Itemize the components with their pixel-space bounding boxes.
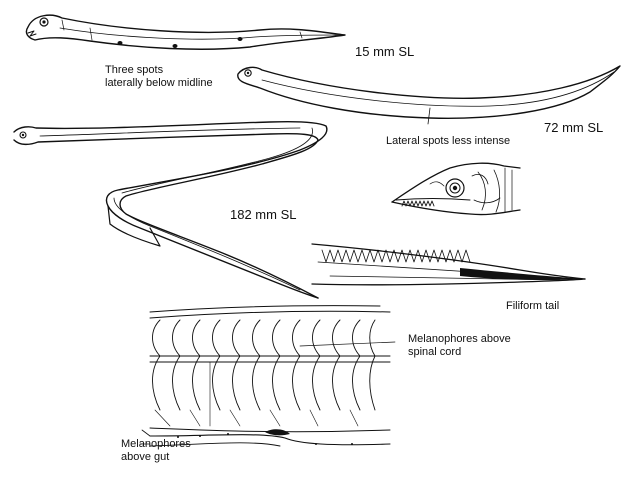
label-melanophores-gut: Melanophores above gut xyxy=(121,438,191,464)
tail-detail-drawing xyxy=(311,243,586,286)
label-melanophores-spinal-line2: spinal cord xyxy=(408,346,462,358)
label-melanophores-gut-line2: above gut xyxy=(121,451,170,463)
larva-15mm-drawing xyxy=(25,14,346,50)
label-182mm: 182 mm SL xyxy=(230,207,297,222)
myomere-chevrons xyxy=(152,319,376,411)
label-three-spots-line1: Three spots xyxy=(105,64,164,76)
lateral-spot xyxy=(172,44,178,48)
leader-line-spinal xyxy=(299,341,396,347)
label-melanophores-spinal: Melanophores above spinal cord xyxy=(408,333,511,359)
label-three-spots: Three spots laterally below midline xyxy=(105,64,213,90)
label-melanophores-gut-line1: Melanophores xyxy=(121,438,191,450)
label-15mm: 15 mm SL xyxy=(355,44,415,59)
label-three-spots-line2: laterally below midline xyxy=(105,77,213,89)
label-melanophores-spinal-line1: Melanophores above xyxy=(408,333,511,345)
lateral-spot xyxy=(237,37,243,41)
label-lateral-spots: Lateral spots less intense xyxy=(386,135,511,147)
label-filiform-tail: Filiform tail xyxy=(506,300,560,312)
lateral-spot xyxy=(117,41,123,45)
head-detail-drawing xyxy=(391,162,521,216)
trunk-detail-drawing xyxy=(139,305,391,447)
larva-182mm-drawing xyxy=(13,120,328,299)
label-72mm: 72 mm SL xyxy=(544,120,604,135)
larva-72mm-drawing xyxy=(237,65,621,125)
